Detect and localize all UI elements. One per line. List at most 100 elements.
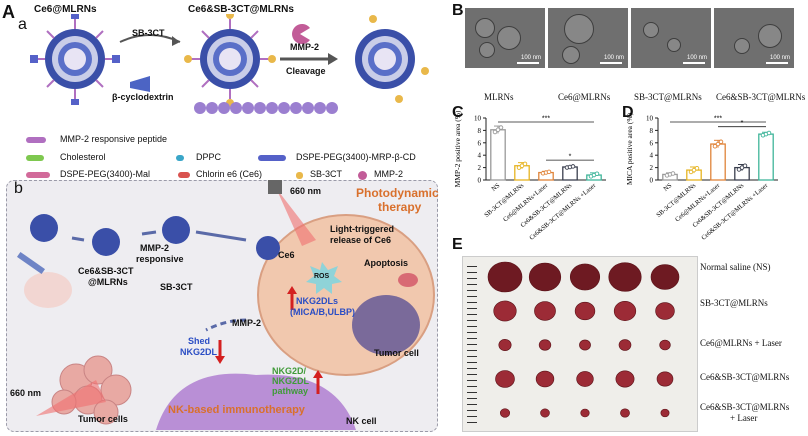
tumor-specimen xyxy=(576,371,594,387)
tumor-row-label-ns: Normal saline (NS) xyxy=(700,262,771,272)
vesicle xyxy=(564,14,594,44)
tumor-specimen xyxy=(534,301,556,321)
nanoparticle-ce6-mlrns xyxy=(30,14,120,105)
tumor-row-label-sb3ct: SB-3CT@MLRNs xyxy=(700,298,768,308)
sb3ct-label: SB-3CT xyxy=(132,28,165,38)
shed-l1: Shed xyxy=(188,336,211,346)
tumor-specimen xyxy=(655,302,675,320)
tumor-row-label-ce6-sb-laser: Ce6&SB-3CT@MLRNs xyxy=(700,402,790,412)
y-tick-label: 10 xyxy=(474,115,482,123)
tem-caption-mlrns: MLRNs xyxy=(484,92,514,102)
panel-label-E: E xyxy=(452,236,463,253)
nanoparticles-b xyxy=(30,214,280,260)
nm660-bottom-label: 660 nm xyxy=(10,388,42,398)
legend-item-mal: DSPE-PEG(3400)-Mal xyxy=(60,169,151,179)
panel-label-a: a xyxy=(18,16,27,33)
data-point xyxy=(694,165,700,171)
pathway-l3: pathway xyxy=(272,386,309,396)
ce6-sb-mlrns-b-l1: Ce6&SB-3CT xyxy=(78,266,134,276)
significance-label: * xyxy=(741,120,744,127)
bar xyxy=(490,129,506,181)
nk-cell-shape xyxy=(156,373,356,430)
scale-bar xyxy=(600,62,622,64)
scale-bar-label: 100 nm xyxy=(769,55,790,61)
scale-bar xyxy=(517,62,539,64)
tumor-specimen xyxy=(574,301,596,321)
photodynamic-label: Photodynamic xyxy=(356,186,439,200)
significance-label: *** xyxy=(714,116,722,123)
data-point xyxy=(570,164,576,169)
tumor-cells-label: Tumor cells xyxy=(78,414,128,424)
y-tick-label: 6 xyxy=(650,139,654,147)
scale-bar-label: 100 nm xyxy=(603,55,624,61)
vesicle xyxy=(562,46,580,64)
sb3ct-b-label: SB-3CT xyxy=(160,282,193,292)
legend-item-dppc: DPPC xyxy=(196,152,222,162)
beta-cd-icon xyxy=(130,76,150,92)
data-point xyxy=(498,125,504,130)
light-release-l1: Light-triggered xyxy=(330,224,394,234)
legend-item-cholesterol: Cholesterol xyxy=(60,152,106,162)
tumor-specimen xyxy=(615,370,635,388)
data-point xyxy=(742,163,748,168)
arrow-2 xyxy=(141,230,157,236)
tumor-specimen xyxy=(499,408,510,418)
tumor-specimen xyxy=(540,408,550,418)
ros-label: ROS xyxy=(314,273,330,280)
tem-image-mlrns: 100 nm xyxy=(465,8,545,68)
legend-swatch-mal xyxy=(26,172,50,178)
data-point xyxy=(495,127,501,133)
cleavage-label: Cleavage xyxy=(286,66,326,76)
tumor-specimen xyxy=(538,339,552,351)
y-tick-label: 2 xyxy=(478,164,482,172)
laser-beam-top xyxy=(276,188,316,246)
panel-label-B: B xyxy=(452,2,464,19)
x-tick-label: NS xyxy=(662,182,673,193)
vesicle xyxy=(497,26,521,50)
arrow-3 xyxy=(195,230,247,242)
data-point xyxy=(522,161,528,167)
scale-bar-label: 100 nm xyxy=(686,55,707,61)
y-tick-label: 0 xyxy=(650,177,654,185)
pathway-l2: NKG2DL xyxy=(272,376,310,386)
mmp2-label: MMP-2 xyxy=(290,42,319,52)
scale-bar xyxy=(766,62,788,64)
nanoparticle-cleaved xyxy=(355,15,429,103)
panel-label-A: A xyxy=(2,2,15,22)
shed-l2: NKG2DL xyxy=(180,347,218,357)
vesicle xyxy=(475,18,495,38)
beta-cd-label: β-cyclodextrin xyxy=(112,92,174,102)
tumor-specimen xyxy=(620,408,630,418)
ce6-sb-mlrns-title: Ce6&SB-3CT@MLRNs xyxy=(188,4,294,15)
data-point xyxy=(712,144,718,149)
vesicle xyxy=(479,42,495,58)
therapy-label: therapy xyxy=(378,200,422,214)
ce6-b-label: Ce6 xyxy=(278,250,295,260)
tem-caption-sb3ct-mlrns: SB-3CT@MLRNs xyxy=(634,92,702,102)
data-point xyxy=(546,169,552,175)
legend-swatch-dppc xyxy=(176,155,184,161)
vesicle xyxy=(667,38,681,52)
significance-label: *** xyxy=(542,116,550,123)
nkg2dls-l2: (MICA/B,ULBP) xyxy=(290,307,355,317)
tumor-specimen xyxy=(498,339,512,351)
y-axis-label: MICA positive area (%) xyxy=(625,112,634,185)
y-tick-label: 10 xyxy=(646,115,654,123)
tumor-specimen xyxy=(608,262,642,292)
x-tick-label: NS xyxy=(490,182,501,193)
scale-bar-label: 100 nm xyxy=(520,55,541,61)
vesicle xyxy=(734,38,750,54)
ce6-mlrns-title: Ce6@MLRNs xyxy=(34,4,97,15)
legend-item-peptide: MMP-2 responsive peptide xyxy=(60,134,168,144)
y-tick-label: 0 xyxy=(478,177,482,185)
tumor-row-label-ce6-sb-laser-l2: + Laser xyxy=(730,413,758,423)
tumor-photo xyxy=(462,256,698,432)
legend-swatch-ce6 xyxy=(178,172,190,178)
tumor-specimen xyxy=(656,371,674,387)
panel-label-C: C xyxy=(452,104,464,121)
tem-image-ce6-sb-mlrns: 100 nm xyxy=(714,8,794,68)
legend-item-mrp-cd: DSPE-PEG(3400)-MRP-β-CD xyxy=(296,152,416,162)
data-point xyxy=(715,141,721,147)
mitochondria-shape xyxy=(398,273,418,287)
